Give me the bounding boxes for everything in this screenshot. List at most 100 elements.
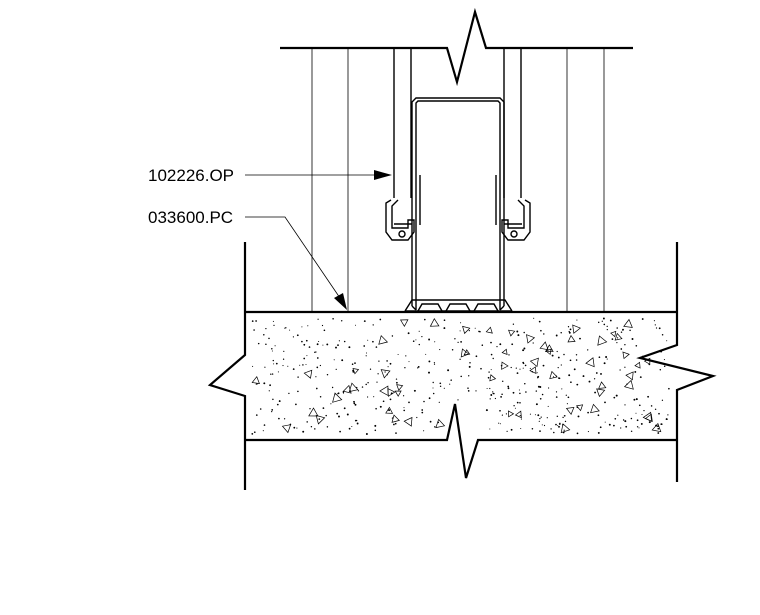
aggregate-dot bbox=[524, 383, 526, 385]
aggregate-dot bbox=[667, 414, 669, 416]
aggregate-dot bbox=[539, 417, 541, 420]
aggregate-dot bbox=[270, 373, 272, 375]
aggregate-dot bbox=[507, 385, 510, 388]
aggregate-dot bbox=[377, 373, 379, 375]
aggregate-dot bbox=[606, 358, 608, 360]
aggregate-dot bbox=[265, 327, 267, 330]
aggregate-dot bbox=[515, 367, 517, 369]
aggregate-stone bbox=[567, 334, 576, 343]
aggregate-dot bbox=[382, 400, 385, 403]
aggregate-dot bbox=[598, 356, 601, 359]
aggregate-dot bbox=[507, 387, 510, 390]
aggregate-dot bbox=[428, 338, 431, 341]
aggregate-dot bbox=[533, 317, 535, 319]
aggregate-dot bbox=[654, 408, 657, 411]
aggregate-dot bbox=[658, 327, 661, 330]
aggregate-dot bbox=[332, 318, 334, 320]
aggregate-dot bbox=[317, 318, 319, 320]
aggregate-dot bbox=[408, 361, 410, 363]
aggregate-dot bbox=[365, 352, 368, 354]
aggregate-dot bbox=[373, 396, 375, 398]
aggregate-dot bbox=[310, 426, 313, 428]
aggregate-dot bbox=[523, 331, 525, 334]
aggregate-dot bbox=[665, 418, 668, 421]
aggregate-dot bbox=[641, 413, 643, 416]
aggregate-dot bbox=[302, 430, 305, 433]
aggregate-dot bbox=[489, 428, 491, 430]
aggregate-dot bbox=[568, 331, 571, 334]
aggregate-dot bbox=[563, 429, 565, 431]
aggregate-stone bbox=[396, 384, 404, 391]
aggregate-dot bbox=[597, 431, 600, 434]
aggregate-stone bbox=[378, 335, 389, 345]
aggregate-dot bbox=[630, 417, 633, 420]
aggregate-dot bbox=[263, 424, 266, 426]
aggregate-dot bbox=[252, 365, 254, 367]
aggregate-dot bbox=[438, 401, 440, 403]
aggregate-dot bbox=[407, 332, 410, 335]
aggregate-dot bbox=[353, 400, 355, 403]
aggregate-dot bbox=[519, 392, 521, 395]
frame-mullion bbox=[393, 48, 522, 198]
aggregate-dot bbox=[282, 365, 284, 367]
aggregate-dot bbox=[309, 408, 311, 410]
aggregate-stone bbox=[590, 403, 600, 414]
aggregate-dot bbox=[256, 383, 258, 385]
aggregate-dot bbox=[459, 358, 461, 360]
aggregate-dot bbox=[423, 400, 425, 403]
aggregate-dot bbox=[255, 414, 258, 416]
aggregate-dot bbox=[536, 372, 538, 374]
aggregate-dot bbox=[301, 326, 303, 328]
aggregate-stone bbox=[501, 348, 508, 356]
aggregate-stone bbox=[575, 404, 584, 412]
aggregate-dot bbox=[639, 376, 642, 379]
aggregate-dot bbox=[288, 392, 290, 395]
aggregate-dot bbox=[538, 420, 540, 422]
aggregate-dot bbox=[579, 337, 581, 340]
aggregate-dot bbox=[636, 419, 639, 422]
top-break-line bbox=[280, 7, 633, 87]
aggregate-dot bbox=[520, 427, 522, 430]
aggregate-dot bbox=[460, 341, 462, 343]
aggregate-dot bbox=[620, 348, 623, 350]
aggregate-dot bbox=[335, 346, 337, 349]
aggregate-dot bbox=[654, 324, 656, 326]
aggregate-dot bbox=[556, 350, 558, 353]
aggregate-dot bbox=[468, 329, 470, 332]
aggregate-dot bbox=[511, 343, 514, 346]
aggregate-dot bbox=[577, 415, 580, 418]
aggregate-dot bbox=[384, 371, 386, 373]
aggregate-dot bbox=[397, 353, 399, 356]
aggregate-dot bbox=[375, 407, 377, 410]
aggregate-dot bbox=[588, 380, 591, 383]
aggregate-stone bbox=[572, 324, 581, 334]
aggregate-dot bbox=[273, 363, 275, 365]
aggregate-dot bbox=[594, 391, 597, 394]
aggregate-dot bbox=[601, 320, 603, 322]
aggregate-dot bbox=[616, 337, 619, 339]
aggregate-dot bbox=[457, 341, 459, 344]
aggregate-stone bbox=[352, 368, 360, 375]
aggregate-dot bbox=[253, 431, 256, 434]
aggregate-dot bbox=[393, 423, 395, 426]
aggregate-dot bbox=[450, 379, 452, 381]
aggregate-dot bbox=[308, 346, 311, 348]
aggregate-stone bbox=[485, 326, 493, 334]
aggregate-stone bbox=[634, 361, 641, 369]
aggregate-dot bbox=[434, 341, 436, 343]
aggregate-dot bbox=[620, 427, 622, 429]
aggregate-dot bbox=[306, 355, 308, 357]
aggregate-dot bbox=[467, 387, 469, 389]
aggregate-dot bbox=[322, 407, 325, 409]
aggregate-dot bbox=[587, 411, 589, 414]
aggregate-dot bbox=[553, 431, 555, 434]
aggregate-dot bbox=[481, 344, 484, 346]
aggregate-dot bbox=[597, 414, 600, 417]
aggregate-dot bbox=[293, 426, 296, 429]
aggregate-dot bbox=[552, 376, 555, 378]
aggregate-stone bbox=[489, 374, 497, 382]
aggregate-dot bbox=[625, 425, 628, 428]
aggregate-dot bbox=[490, 341, 492, 344]
aggregate-dot bbox=[443, 387, 445, 389]
aggregate-dot bbox=[343, 407, 346, 410]
